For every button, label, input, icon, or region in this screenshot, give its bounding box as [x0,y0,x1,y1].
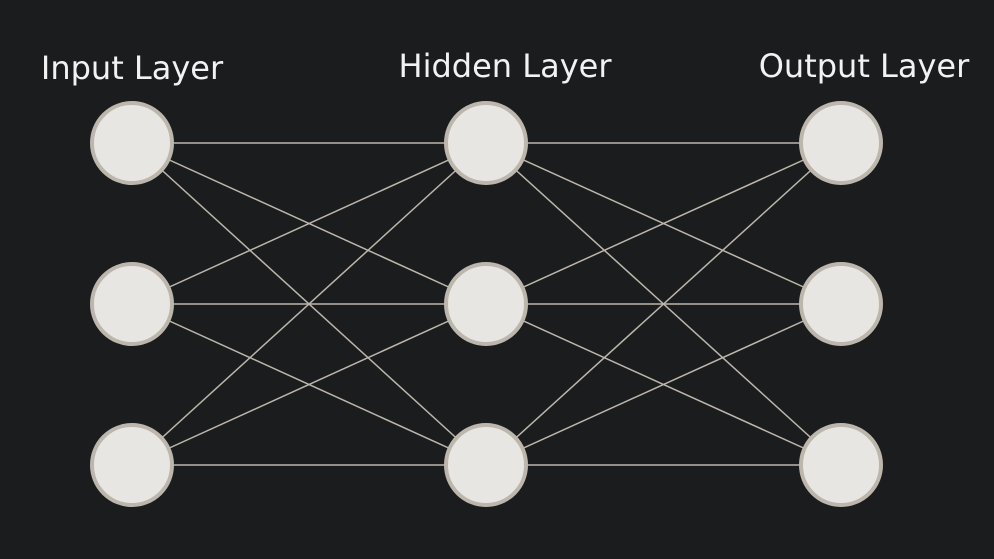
hidden-neuron-2 [444,262,528,346]
output-neuron-3 [799,423,883,507]
connections [131,142,842,466]
hidden-layer-title: Hidden Layer [398,47,612,85]
input-neuron-2 [90,262,174,346]
input-neuron-3 [90,423,174,507]
edge-l0n1-l1n0 [131,142,487,305]
edge-l1n2-l2n1 [485,303,842,466]
output-neuron-1 [799,101,883,185]
edge-l0n2-l1n1 [131,303,487,466]
input-layer-title: Input Layer [40,49,224,87]
edge-l1n1-l2n0 [485,142,842,305]
hidden-neuron-1 [444,101,528,185]
input-neuron-1 [90,101,174,185]
output-layer-title: Output Layer [758,47,970,85]
output-neuron-2 [799,262,883,346]
edge-l1n2-l2n0 [485,142,842,466]
neurons [90,101,883,507]
hidden-neuron-3 [444,423,528,507]
edge-l0n2-l1n0 [131,142,487,466]
